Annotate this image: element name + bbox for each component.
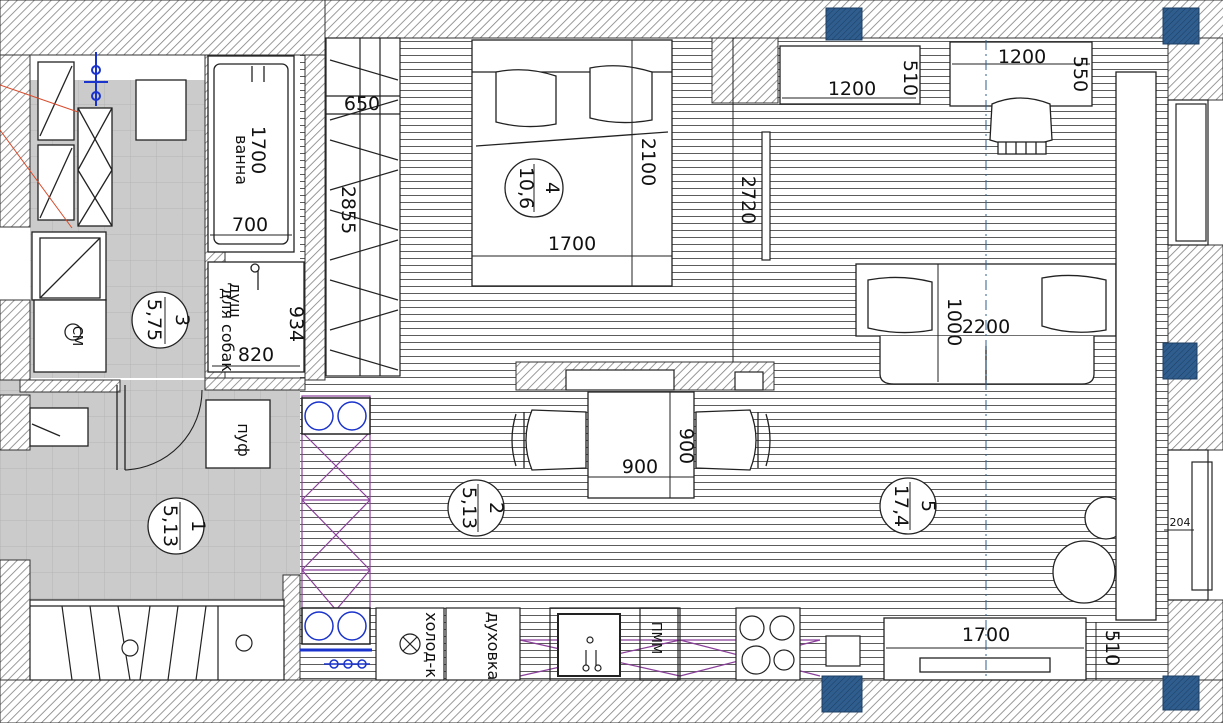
room-tag-4: 4 10,6	[504, 158, 564, 218]
desk-2-depth-dim: 550	[1069, 56, 1091, 92]
sofa-depth-dim: 1000	[943, 298, 965, 346]
tv-unit	[883, 617, 1097, 681]
partition	[761, 131, 771, 261]
room-3-area: 5,75	[143, 299, 165, 341]
room-2-number: 2	[485, 502, 507, 514]
window-frames	[1167, 99, 1213, 601]
kitchen-counter	[375, 607, 801, 681]
desk-1	[779, 45, 921, 105]
room-5-area: 17,4	[890, 485, 912, 527]
shower-width-dim: 820	[238, 344, 274, 366]
desk-1-length-dim: 1200	[828, 78, 876, 100]
desk-2-length-dim: 1200	[998, 46, 1046, 68]
windows	[821, 7, 1200, 713]
dining-chair-right	[695, 409, 771, 471]
bed	[471, 39, 673, 287]
shower-length-dim: 934	[285, 306, 307, 342]
radiator-dim: 204	[1170, 516, 1191, 529]
oven-label: духовка	[484, 612, 503, 681]
room-4-number: 4	[541, 182, 563, 194]
desk-1-depth-dim: 510	[899, 60, 921, 96]
misc-boxes	[565, 369, 861, 667]
pouf-label: пуф	[234, 423, 253, 457]
room-tag-3: 3 5,75	[131, 291, 193, 349]
room-3-number: 3	[171, 314, 193, 326]
plumbing-riser	[84, 52, 108, 106]
room-2-area: 5,13	[458, 487, 480, 529]
room-1-area: 5,13	[159, 505, 181, 547]
dining-chair-left	[511, 409, 587, 471]
bath-length-dim: 1700	[247, 126, 269, 174]
wardrobe-length-dim: 2855	[337, 186, 359, 234]
dog-shower-label-2: для собак	[218, 288, 237, 372]
blue-fixtures	[300, 397, 372, 669]
wardrobe-depth-dim: 650	[344, 93, 380, 115]
hall-furniture	[29, 385, 271, 471]
radiator	[1115, 71, 1194, 621]
table-width-dim: 900	[622, 456, 658, 478]
room-4-area: 10,6	[515, 167, 537, 209]
room-tag-2: 2 5,13	[447, 479, 507, 537]
bed-length-dim: 2100	[637, 138, 659, 186]
table-depth-dim: 900	[675, 428, 697, 464]
leader-line	[0, 84, 79, 229]
bedroom-wardrobe	[325, 37, 401, 377]
bath-label: ванна	[232, 135, 251, 185]
bathroom-fixtures	[31, 61, 187, 373]
bed-width-dim: 1700	[548, 233, 596, 255]
washer-label: СМ	[69, 326, 84, 346]
room-tag-1: 1 5,13	[147, 497, 209, 555]
dining-table	[587, 391, 695, 499]
tv-depth-dim: 510	[1101, 630, 1123, 666]
room-depth-dim: 2720	[737, 176, 759, 224]
hall-wardrobe	[29, 599, 285, 681]
bath-width-dim: 700	[232, 214, 268, 236]
bathtub	[207, 55, 295, 253]
dog-shower	[207, 261, 305, 373]
desk-chair	[989, 97, 1053, 155]
dog-shower-label-1: душ	[226, 282, 245, 317]
room-1-number: 1	[187, 520, 209, 532]
room-5-number: 5	[917, 500, 939, 512]
desk-2	[949, 41, 1093, 107]
dishwasher-label: ПММ	[648, 622, 663, 654]
fridge-label: холод-к	[422, 612, 441, 678]
room-tag-5: 5 17,4	[879, 477, 939, 535]
